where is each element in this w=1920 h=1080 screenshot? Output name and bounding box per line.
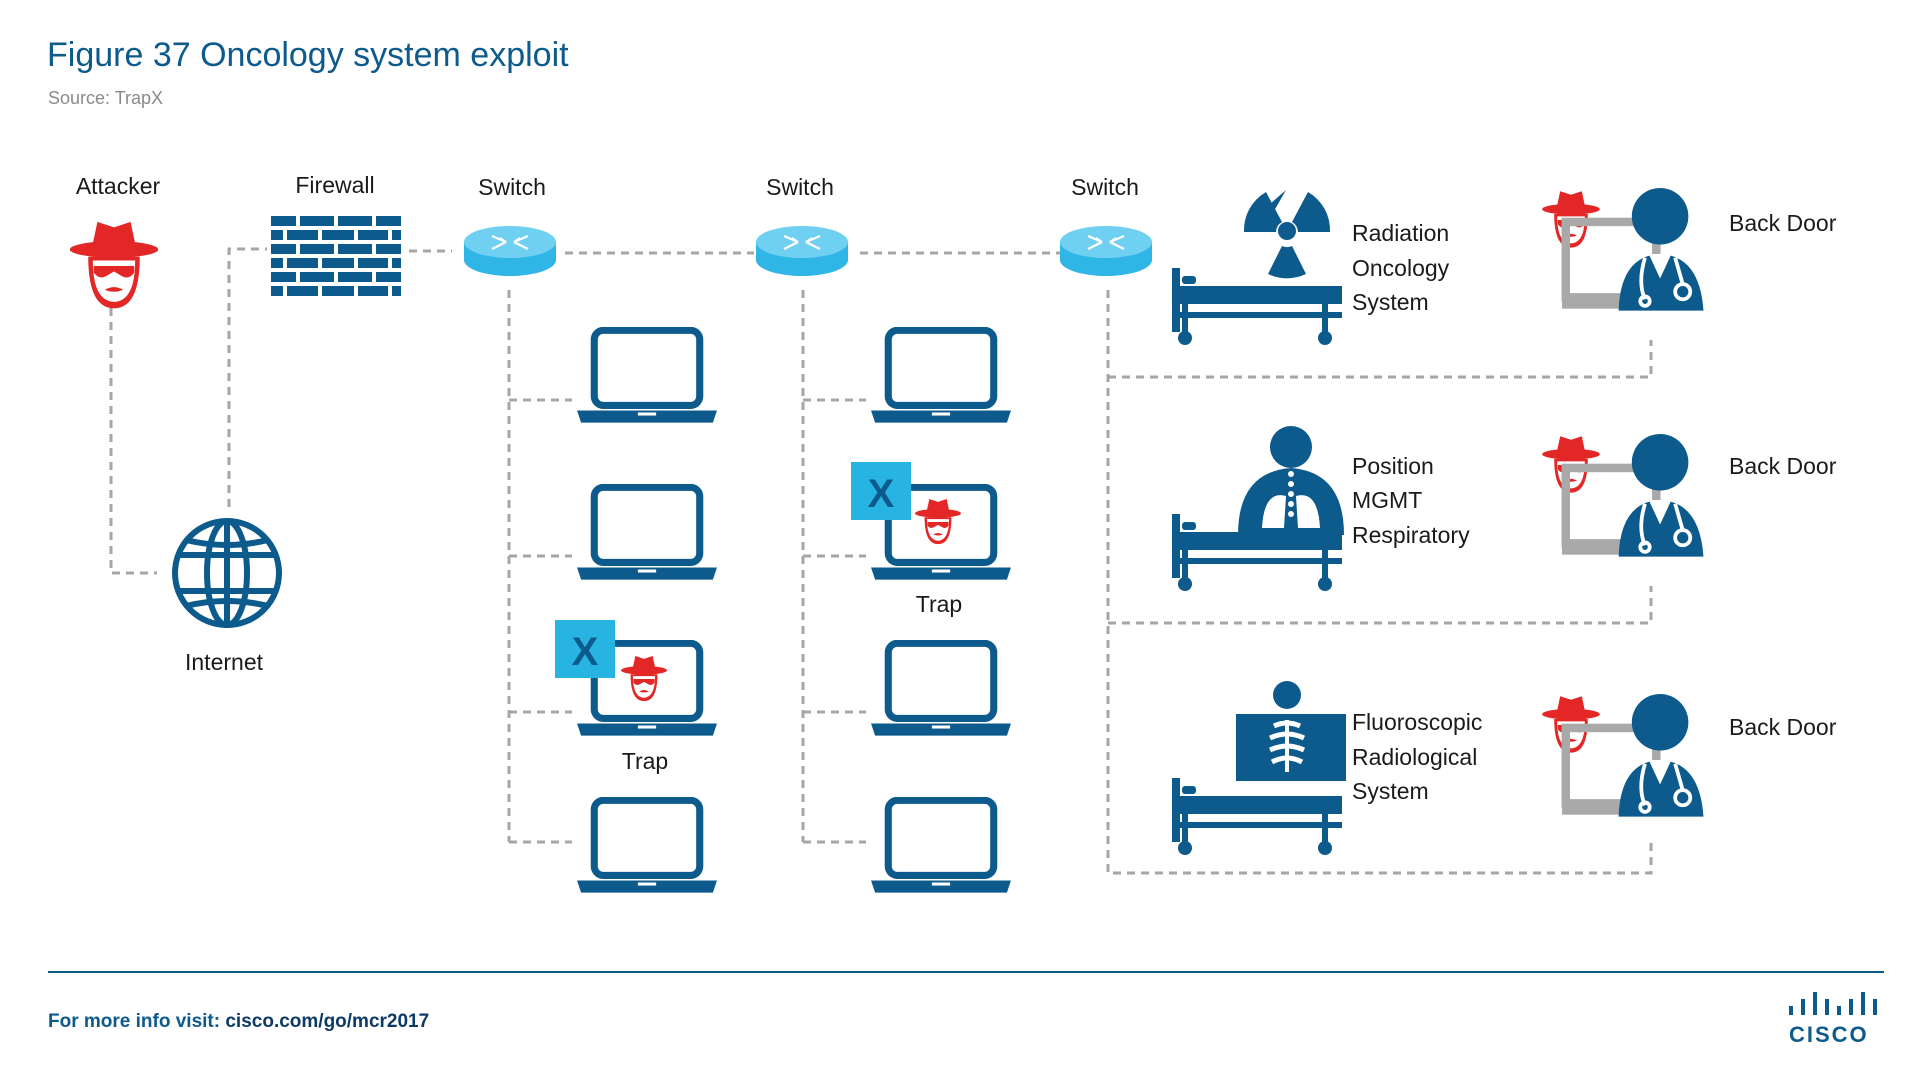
system-1-line-1: Radiation xyxy=(1352,220,1449,246)
footer-prefix: For more info visit: xyxy=(48,1011,226,1032)
internet-globe-icon xyxy=(172,518,282,628)
system-2-line-2: MGMT xyxy=(1352,487,1422,513)
system-2-line-3: Respiratory xyxy=(1352,522,1470,548)
system-3-line-3: System xyxy=(1352,778,1429,804)
laptop-icon xyxy=(577,800,717,892)
switch-1-label: Switch xyxy=(478,174,546,200)
system-3-line-2: Radiological xyxy=(1352,744,1477,770)
trap-x-badge xyxy=(851,462,911,520)
trap-1-label: Trap xyxy=(622,748,668,774)
backdoor-3-label: Back Door xyxy=(1729,714,1837,740)
connector-backdoor-2 xyxy=(1108,586,1653,625)
connector-switch3-branch xyxy=(1106,290,1653,875)
connector-switch1-branch xyxy=(507,290,572,844)
attacker-icon xyxy=(69,221,159,309)
firewall-label: Firewall xyxy=(295,172,374,198)
laptop-icon xyxy=(871,330,1011,422)
figure-source: Source: TrapX xyxy=(48,88,164,108)
lungs-xray-icon xyxy=(1238,426,1344,535)
trap-hacker-icon xyxy=(914,498,962,545)
connectors xyxy=(109,247,1653,875)
connector-internet-firewall xyxy=(227,247,267,507)
attacker-label: Attacker xyxy=(76,173,161,199)
laptop-icon xyxy=(871,643,1011,735)
backdoor-1-label: Back Door xyxy=(1729,210,1837,236)
footer-divider xyxy=(48,971,1884,973)
backdoor-2-label: Back Door xyxy=(1729,453,1837,479)
trap-2-label: Trap xyxy=(916,591,962,617)
trap-x-mark: X xyxy=(572,630,599,674)
system-1-line-3: System xyxy=(1352,289,1429,315)
cisco-brand: CISCO xyxy=(1789,1022,1869,1047)
system-2-line-1: Position xyxy=(1352,453,1434,479)
footer-text: For more info visit: cisco.com/go/mcr201… xyxy=(48,1011,429,1033)
system-3-line-1: Fluoroscopic xyxy=(1352,709,1482,735)
internet-label: Internet xyxy=(185,649,264,675)
hospital-bed-icon xyxy=(1172,778,1342,855)
figure-title: Figure 37 Oncology system exploit xyxy=(47,36,569,74)
fluoroscope-xray-icon xyxy=(1236,681,1346,781)
system-1-line-2: Oncology xyxy=(1352,255,1450,281)
laptop-icon xyxy=(577,330,717,422)
firewall-icon xyxy=(271,216,401,296)
switch-3-label: Switch xyxy=(1071,174,1139,200)
radiation-icon xyxy=(1243,190,1331,279)
hospital-bed-icon xyxy=(1172,268,1342,345)
connector-switch2-branch xyxy=(801,290,866,844)
laptop-icon xyxy=(577,487,717,579)
connector-backdoor-1 xyxy=(1108,340,1653,379)
connector-attacker-internet xyxy=(109,308,157,575)
switch-3-icon xyxy=(1058,224,1154,278)
switch-1-icon xyxy=(462,224,558,278)
trap-x-mark: X xyxy=(868,472,895,516)
trap-x-badge xyxy=(555,620,615,678)
trap-hacker-icon xyxy=(620,655,668,702)
laptop-icon xyxy=(871,800,1011,892)
cisco-logo-icon xyxy=(1789,992,1877,1015)
switch-2-icon xyxy=(754,224,850,278)
switch-2-label: Switch xyxy=(766,174,834,200)
footer-link[interactable]: cisco.com/go/mcr2017 xyxy=(225,1011,430,1032)
